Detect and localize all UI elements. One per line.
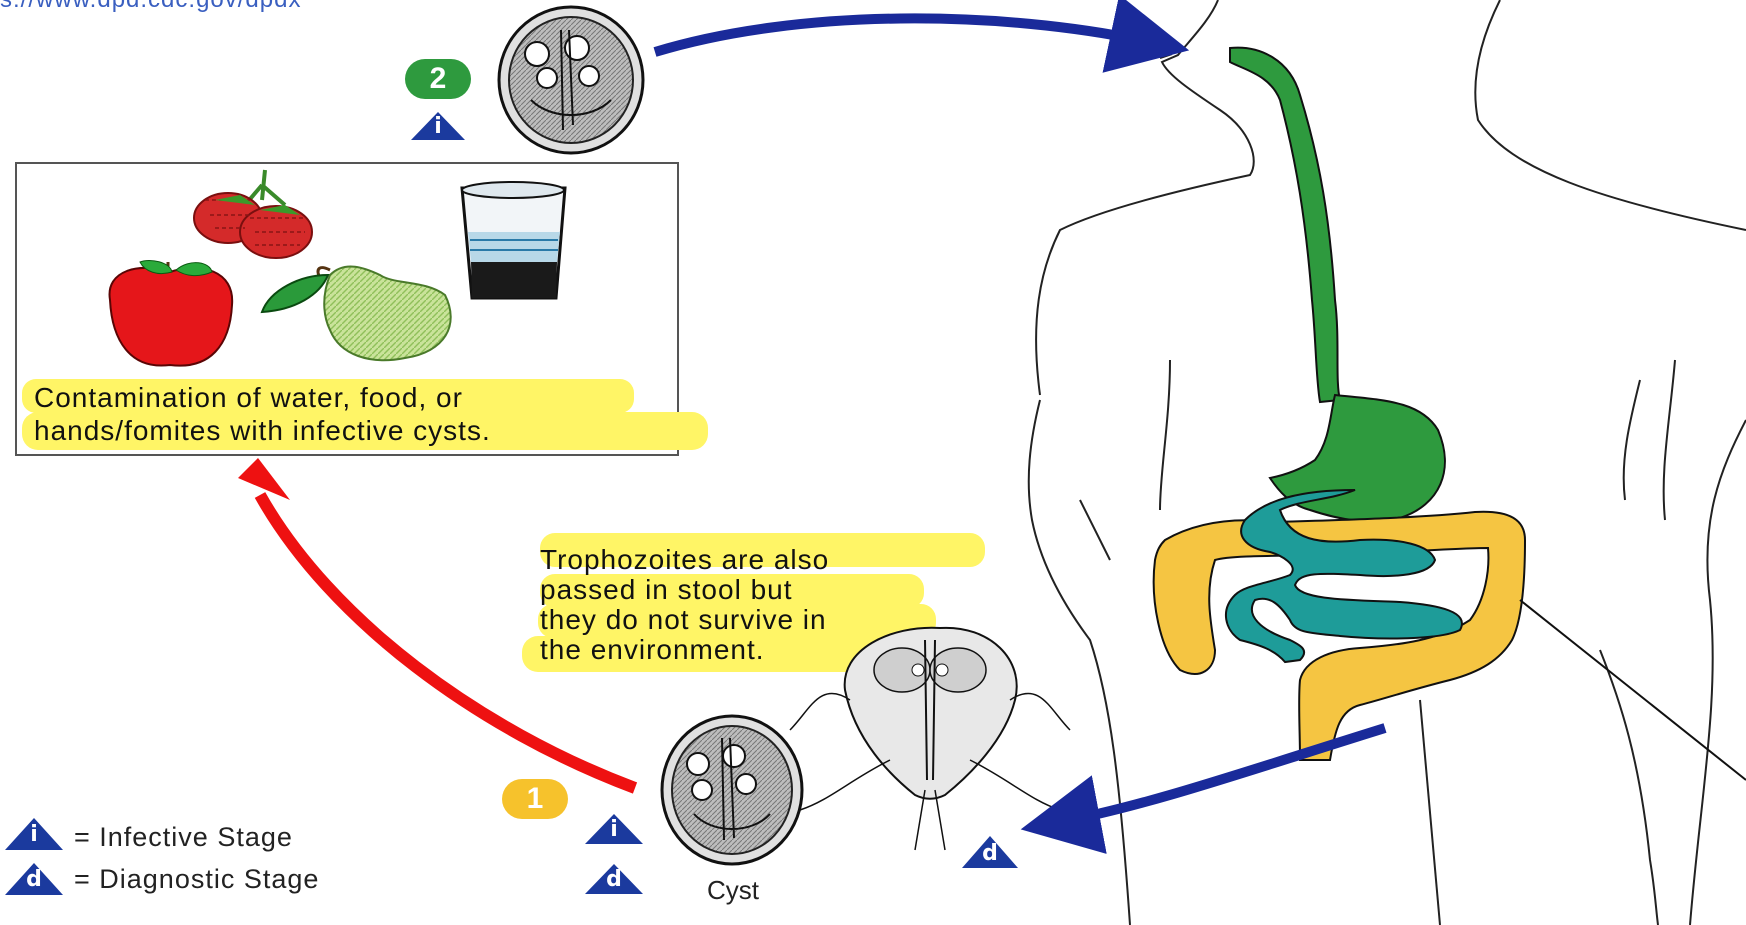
cyst-diagnostic-stage-1 bbox=[662, 716, 802, 864]
source-url[interactable]: s://www.dpd.cdc.gov/dpdx bbox=[0, 0, 301, 14]
apple-image bbox=[110, 260, 233, 365]
step-1-badge: 1 bbox=[502, 779, 568, 819]
legend-infective-label: = Infective Stage bbox=[74, 822, 293, 853]
ingestion-arrow bbox=[655, 18, 1150, 52]
infective-stage-1-symbol: i bbox=[589, 817, 639, 842]
contamination-caption-line-2: hands/fomites with infective cysts. bbox=[34, 414, 491, 447]
trophozoite-note-line-2: passed in stool but bbox=[540, 575, 829, 605]
excretion-arrow bbox=[1060, 728, 1385, 822]
legend-infective-symbol: i bbox=[9, 822, 59, 847]
infective-stage-2-symbol: i bbox=[413, 114, 463, 139]
trophozoite-note-line-3: they do not survive in bbox=[540, 605, 829, 635]
diagnostic-stage-trophozoite-symbol: d bbox=[965, 841, 1015, 866]
trophozoite-note-line-4: the environment. bbox=[540, 635, 829, 665]
legend-diagnostic-label: = Diagnostic Stage bbox=[74, 864, 319, 895]
contamination-caption-line-1: Contamination of water, food, or bbox=[34, 381, 491, 414]
water-glass-image bbox=[462, 182, 565, 298]
trophozoite-note: Trophozoites are also passed in stool bu… bbox=[540, 545, 829, 665]
step-2-badge: 2 bbox=[405, 59, 471, 99]
diagnostic-stage-1-symbol: d bbox=[589, 867, 639, 892]
cyst-label: Cyst bbox=[707, 875, 759, 906]
cyst-infective-stage-2 bbox=[499, 7, 643, 153]
legend-diagnostic-symbol: d bbox=[9, 867, 59, 892]
contamination-caption: Contamination of water, food, or hands/f… bbox=[34, 381, 491, 447]
digestive-tract bbox=[1154, 48, 1746, 780]
esophagus bbox=[1230, 48, 1340, 402]
trophozoite-note-line-1: Trophozoites are also bbox=[540, 545, 829, 575]
